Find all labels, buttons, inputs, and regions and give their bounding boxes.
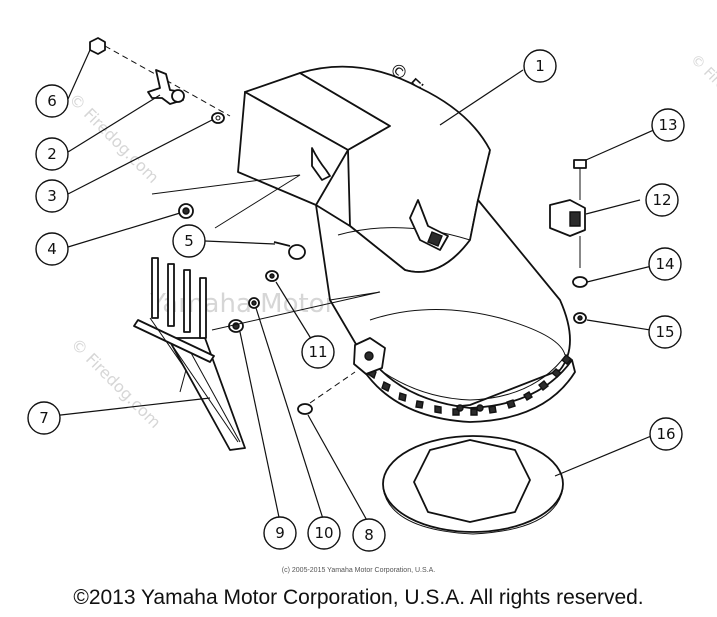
callout-10: 10 [307, 516, 341, 550]
callout-4-label: 4 [47, 240, 57, 258]
callout-11: 11 [301, 335, 335, 369]
ring-gear-teeth [367, 354, 572, 416]
callout-14: 14 [648, 247, 682, 281]
leader-lines [51, 49, 666, 525]
discharge-chute [237, 65, 576, 423]
callout-15-label: 15 [655, 323, 674, 341]
callout-10-label: 10 [314, 524, 333, 542]
callout-3: 3 [35, 179, 69, 213]
callout-1: 1 [523, 49, 557, 83]
callout-12-label: 12 [652, 191, 671, 209]
chute-base-ring [382, 435, 564, 535]
callout-2-label: 2 [47, 145, 57, 163]
callout-16-label: 16 [656, 425, 675, 443]
adjusting-knob [147, 69, 185, 105]
copyright-line: ©2013 Yamaha Motor Corporation, U.S.A. A… [73, 586, 644, 609]
callout-11-label: 11 [308, 343, 327, 361]
callout-9-label: 9 [275, 524, 285, 542]
callout-9: 9 [263, 516, 297, 550]
small-credit-line: (c) 2005-2015 Yamaha Motor Corporation, … [281, 567, 436, 574]
callout-15: 15 [648, 315, 682, 349]
callout-12: 12 [645, 183, 679, 217]
callout-14-label: 14 [655, 255, 674, 273]
guard-hardware [211, 270, 381, 333]
callout-6-label: 6 [47, 92, 57, 110]
callout-5: 5 [172, 224, 206, 258]
washer [211, 112, 225, 124]
chute-guard [133, 257, 246, 451]
callout-6: 6 [35, 84, 69, 118]
spacer-washer [151, 174, 301, 229]
callout-16: 16 [649, 417, 683, 451]
watermark-firedog-left: © Firedog.com [65, 89, 163, 187]
callout-7-label: 7 [39, 409, 49, 427]
callout-13-label: 13 [658, 116, 677, 134]
callout-4: 4 [35, 232, 69, 266]
callout-13: 13 [651, 108, 685, 142]
bolt [297, 371, 356, 415]
carriage-bolt [273, 241, 306, 260]
callout-8-label: 8 [364, 526, 374, 544]
watermark-firedog-mid: © Firedog.com [67, 334, 165, 432]
callout-5-label: 5 [184, 232, 194, 250]
callout-3-label: 3 [47, 187, 57, 205]
bracket-hardware [549, 159, 588, 324]
watermark-firedog-right: © Firedog.com [687, 52, 717, 137]
callout-7: 7 [27, 401, 61, 435]
callout-2: 2 [35, 137, 69, 171]
callout-1-label: 1 [535, 57, 545, 75]
callout-8: 8 [352, 518, 386, 552]
